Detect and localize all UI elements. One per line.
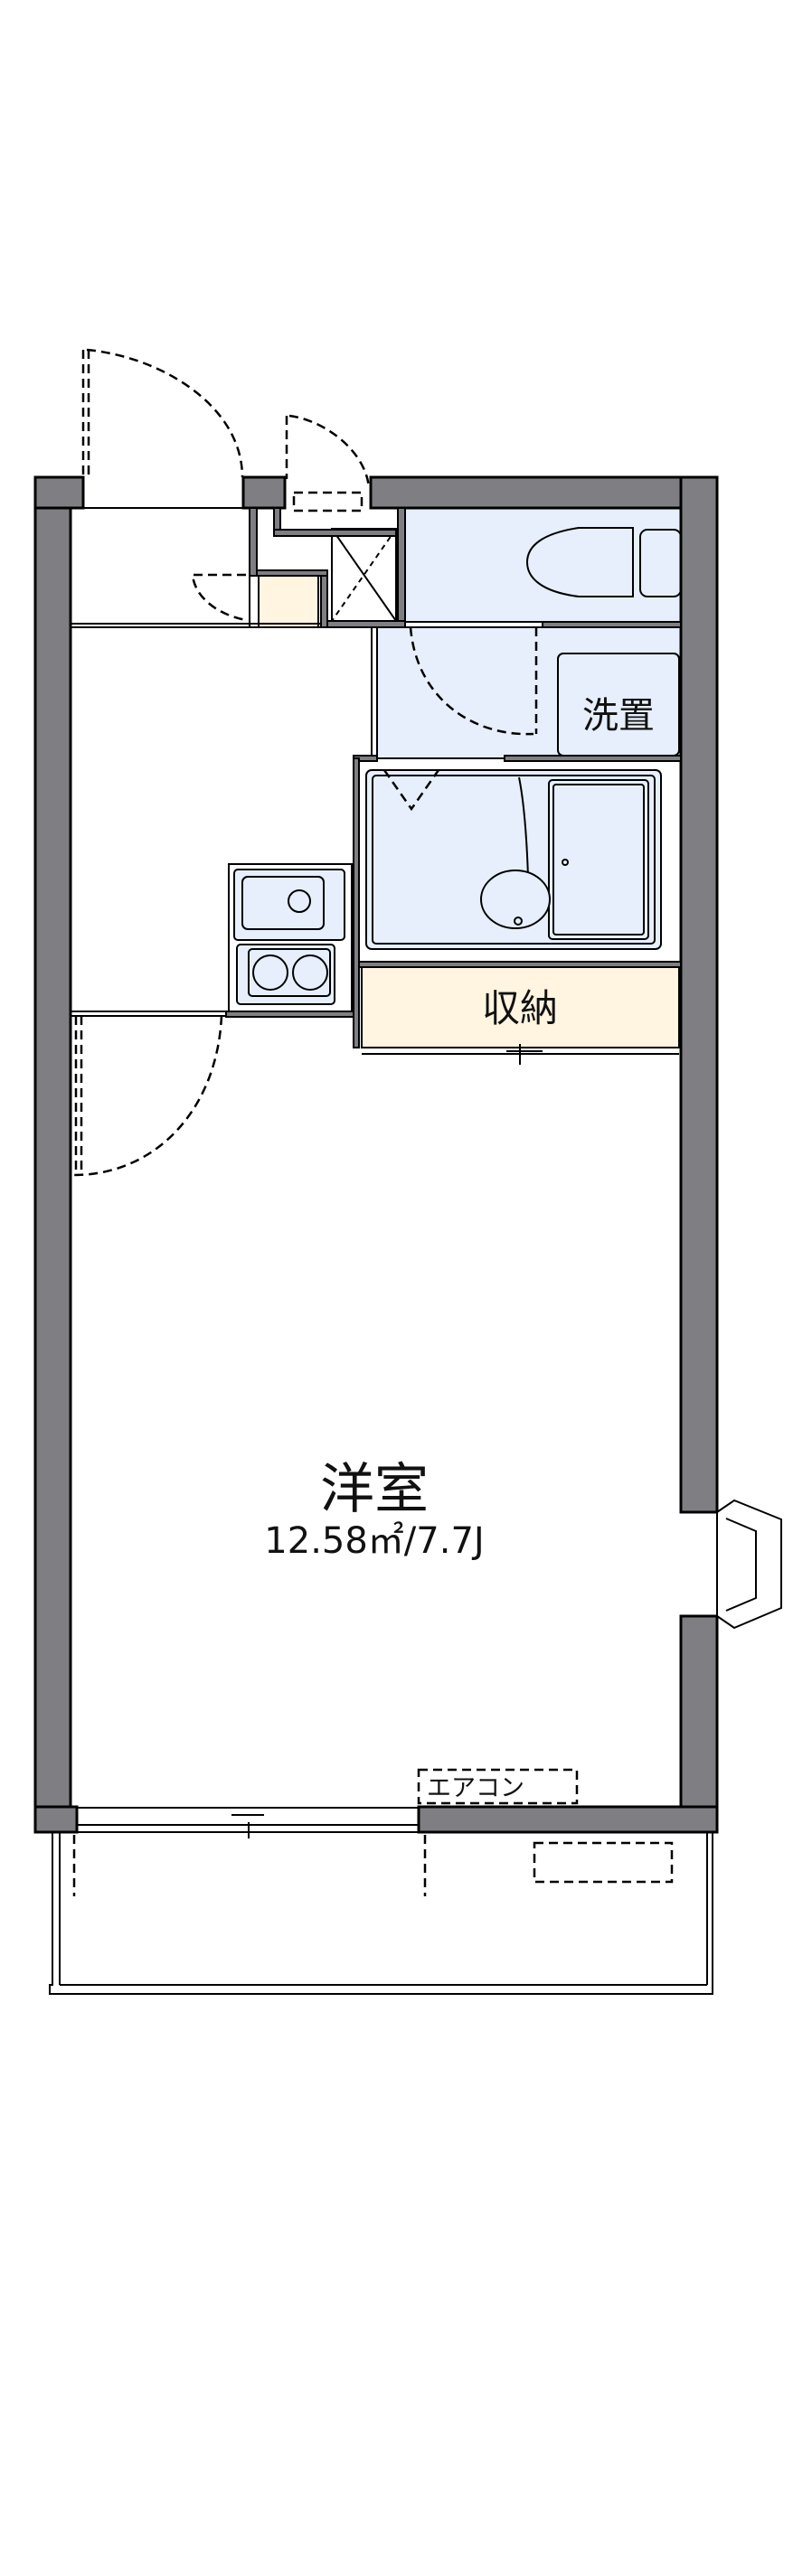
aircon-label: エアコン xyxy=(427,1774,524,1802)
bathroom-floor xyxy=(365,769,662,950)
bay-window xyxy=(716,1499,782,1630)
room-door-swing xyxy=(73,1015,223,1177)
room-area: 12.58㎡/7.7J xyxy=(264,1520,484,1562)
washer-label: 洗置 xyxy=(582,695,655,737)
walls xyxy=(33,475,719,1834)
balcony xyxy=(49,1832,713,1995)
storage-label: 収納 xyxy=(482,986,558,1030)
wash-basin-icon xyxy=(480,870,551,929)
aircon-outline xyxy=(417,1768,579,1805)
outdoor-unit-outline xyxy=(533,1841,674,1884)
sliding-window xyxy=(77,1807,419,1838)
storage-room xyxy=(361,966,680,1048)
closet-door-swing xyxy=(191,573,247,622)
toilet-room xyxy=(404,507,682,623)
entrance-door-swing xyxy=(86,348,244,478)
kitchen-counter xyxy=(228,863,353,1012)
room-name: 洋室 xyxy=(320,1458,429,1521)
washroom-door-swing xyxy=(409,626,534,736)
bathtub-icon xyxy=(548,779,649,940)
meter-door-swing xyxy=(288,414,371,489)
shoe-closet xyxy=(258,574,319,628)
